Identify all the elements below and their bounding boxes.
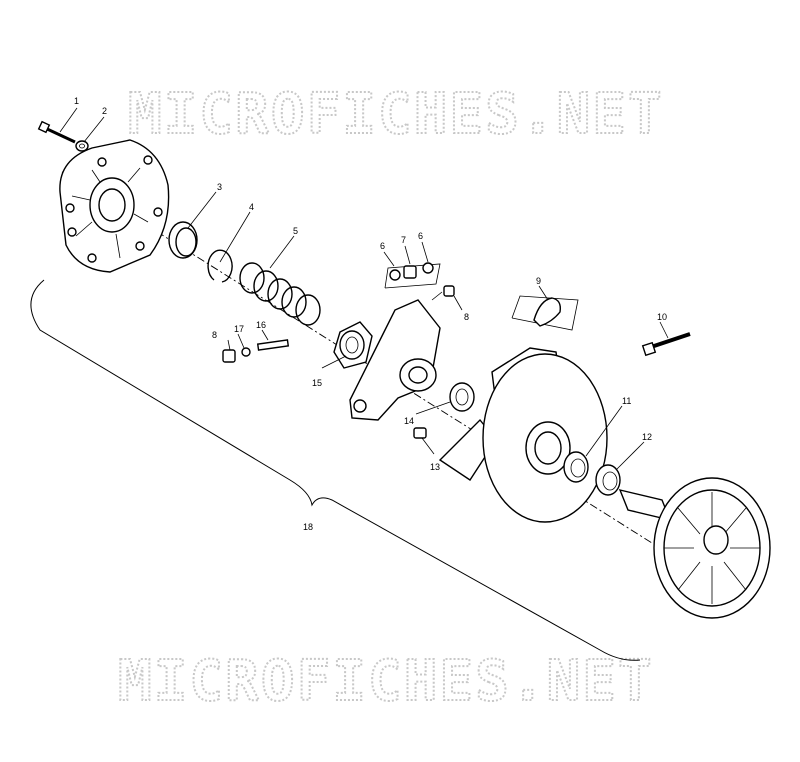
callout-6b: 6 <box>418 231 423 241</box>
part-bushing <box>563 451 589 483</box>
callout-9: 9 <box>536 276 541 286</box>
part-fixed-sheave <box>618 477 771 619</box>
callout-15: 15 <box>312 378 322 388</box>
part-button-left <box>222 349 236 363</box>
callout-4: 4 <box>249 202 254 212</box>
callout-10: 10 <box>657 312 667 322</box>
callout-17: 17 <box>234 324 244 334</box>
part-ramp <box>511 295 579 331</box>
part-button-upper <box>431 285 455 301</box>
assembly-bracket <box>30 279 641 661</box>
part-pin-small <box>241 347 251 357</box>
part-nut <box>413 427 427 439</box>
callout-16: 16 <box>256 320 266 330</box>
callout-5: 5 <box>293 226 298 236</box>
watermark-bottom: MICROFICHES.NET <box>118 649 654 714</box>
watermark-top: MICROFICHES.NET <box>128 82 664 147</box>
part-ring <box>595 464 621 496</box>
callout-8-upper: 8 <box>464 312 469 322</box>
part-snap-ring <box>207 249 233 283</box>
part-spring <box>239 262 321 326</box>
part-bushing-ring <box>168 221 198 259</box>
leader-lines <box>59 107 669 471</box>
callout-12: 12 <box>642 432 652 442</box>
callout-13: 13 <box>430 462 440 472</box>
callout-7: 7 <box>401 235 406 245</box>
callout-18: 18 <box>303 522 313 532</box>
part-washer-large <box>449 382 475 412</box>
part-pin <box>256 339 290 351</box>
part-bolt <box>37 120 76 144</box>
callout-1: 1 <box>74 96 79 106</box>
callout-2: 2 <box>102 106 107 116</box>
part-washer <box>75 140 89 152</box>
part-spider-assembly <box>333 299 441 421</box>
part-movable-sheave <box>438 347 608 523</box>
callout-3: 3 <box>217 182 222 192</box>
callout-11: 11 <box>622 396 631 406</box>
part-pin-long <box>641 332 691 357</box>
callout-14: 14 <box>404 416 414 426</box>
part-cover-plate <box>59 139 170 273</box>
callout-6a: 6 <box>380 241 385 251</box>
callout-8-left: 8 <box>212 330 217 340</box>
part-roller-stack <box>384 262 441 289</box>
